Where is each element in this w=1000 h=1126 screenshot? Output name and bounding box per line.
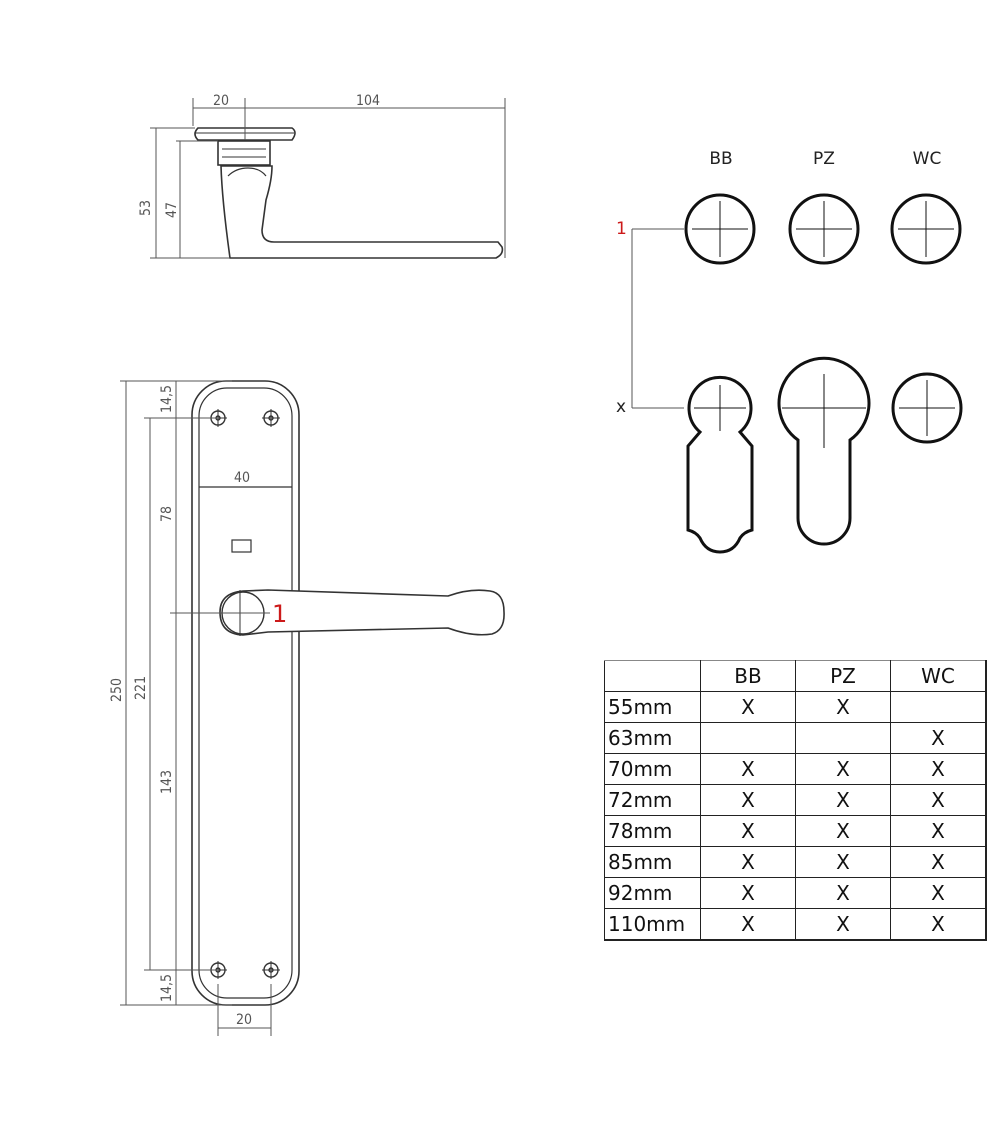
row-size: 92mm [604, 877, 701, 909]
table-cell: X [795, 753, 891, 785]
table-corner [604, 660, 701, 692]
row-size: 55mm [604, 691, 701, 723]
table-cell: X [795, 846, 891, 878]
side-handle [220, 165, 504, 259]
backplate-inner [198, 387, 293, 999]
table-cell: X [700, 908, 796, 941]
dim-overall-height: 53 [138, 200, 154, 216]
side-view [194, 127, 504, 259]
backplate-outer [191, 380, 300, 1006]
table-cell: X [890, 784, 987, 816]
side-rose [194, 127, 296, 141]
dim-handle-length: 104 [356, 93, 380, 109]
table-row: 85mm X X X [604, 846, 987, 878]
cutout-guides [631, 228, 684, 409]
table-cell: X [795, 815, 891, 847]
dim-plate-width: 40 [234, 470, 250, 486]
dim-hole-width: 20 [236, 1012, 252, 1028]
table-cell [795, 722, 891, 754]
table-cell: X [890, 877, 987, 909]
table-header-bb: BB [700, 660, 796, 692]
table-header-pz: PZ [795, 660, 891, 692]
compatibility-table: BB PZ WC 55mm X X 63mm X 70mm X X X 72mm… [604, 660, 987, 941]
table-cell: X [795, 908, 891, 941]
table-header-wc: WC [890, 660, 987, 692]
table-row: 55mm X X [604, 691, 987, 723]
cutout-label-wc: WC [913, 149, 942, 169]
table-header-row: BB PZ WC [604, 660, 987, 692]
table-cell: X [700, 877, 796, 909]
keyhole-pz [777, 356, 871, 546]
dim-flange-width: 20 [213, 93, 229, 109]
row-size: 78mm [604, 815, 701, 847]
table-cell: X [795, 691, 891, 723]
cutout-label-pz: PZ [813, 149, 835, 169]
side-neck [217, 140, 271, 166]
table-cell [700, 722, 796, 754]
row-size: 72mm [604, 784, 701, 816]
dim-bottom-margin: 14,5 [159, 974, 175, 1002]
dim-hole-spacing: 221 [133, 676, 149, 700]
keyhole-bb [686, 375, 754, 554]
table-cell: X [700, 846, 796, 878]
cutout-label-bb: BB [709, 149, 732, 169]
table-cell: X [700, 753, 796, 785]
rose-wc [890, 193, 962, 265]
table-cell: X [890, 753, 987, 785]
dim-upper-distance: 78 [159, 506, 175, 522]
table-cell: X [890, 908, 987, 941]
table-cell: X [890, 722, 987, 754]
table-row: 70mm X X X [604, 753, 987, 785]
dim-top-margin: 14,5 [159, 385, 175, 413]
front-marker-1: 1 [272, 600, 287, 628]
rose-pz [788, 193, 860, 265]
row-size: 70mm [604, 753, 701, 785]
front-view [191, 380, 505, 1006]
table-cell: X [700, 784, 796, 816]
table-row: 78mm X X X [604, 815, 987, 847]
table-cell [890, 691, 987, 723]
logo-plate [231, 539, 252, 553]
table-cell: X [795, 877, 891, 909]
table-cell: X [700, 691, 796, 723]
front-handle [219, 589, 505, 636]
table-row: 92mm X X X [604, 877, 987, 909]
table-row: 110mm X X X [604, 908, 987, 941]
screw-bottom-right [262, 961, 280, 979]
front-dimensions [120, 380, 272, 1036]
dim-handle-height: 47 [164, 202, 180, 218]
screw-top-right [262, 409, 280, 427]
table-cell: X [795, 784, 891, 816]
rose-bb [684, 193, 756, 265]
row-size: 85mm [604, 846, 701, 878]
cutout-symbols [684, 193, 963, 554]
keyhole-wc [891, 372, 963, 444]
dim-lower-distance: 143 [159, 770, 175, 794]
table-cell: X [700, 815, 796, 847]
side-dimensions [150, 98, 506, 259]
row-size: 110mm [604, 908, 701, 941]
table-cell: X [890, 815, 987, 847]
table-row: 72mm X X X [604, 784, 987, 816]
row-size: 63mm [604, 722, 701, 754]
table-cell: X [890, 846, 987, 878]
table-row: 63mm X [604, 722, 987, 754]
cutout-marker-x: x [616, 397, 626, 417]
cutout-marker-1: 1 [616, 219, 627, 239]
dim-total-height: 250 [109, 678, 125, 702]
